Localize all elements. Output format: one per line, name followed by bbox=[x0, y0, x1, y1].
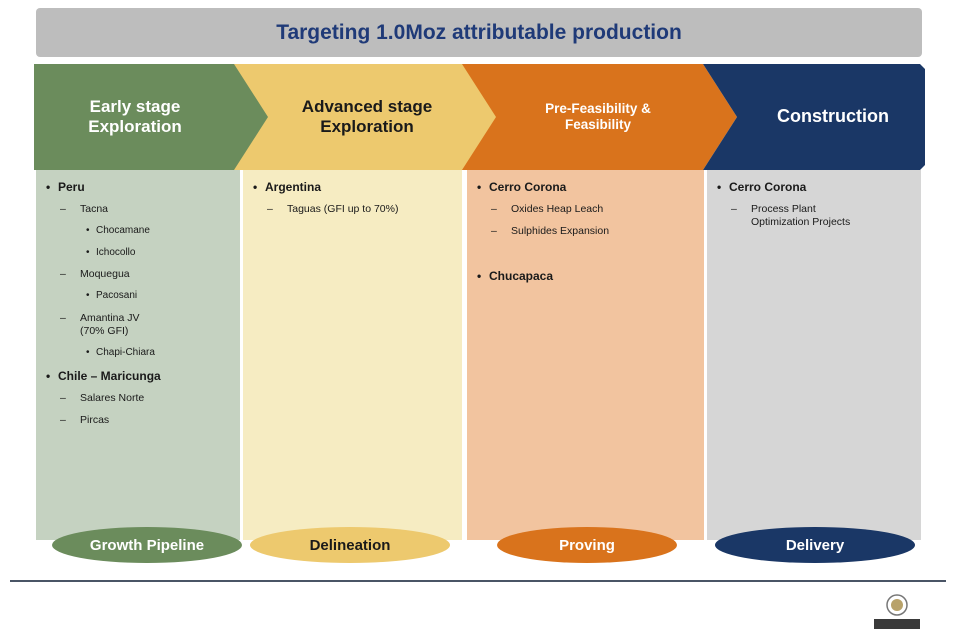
list-item: • Peru bbox=[46, 180, 232, 195]
stage-arrow-construction bbox=[703, 64, 925, 170]
oval-delivery: Delivery bbox=[715, 527, 915, 563]
stage-advanced-line1: Advanced stage bbox=[301, 96, 433, 116]
stage-advanced-line2: Exploration bbox=[320, 117, 414, 136]
item-taguas: Taguas (GFI up to 70%) bbox=[287, 203, 399, 215]
bullet-icon: • bbox=[46, 368, 51, 383]
dash-icon: – bbox=[491, 203, 497, 215]
bullet-icon: • bbox=[477, 180, 482, 194]
item-chile-maricunga: Chile – Maricunga bbox=[58, 368, 161, 383]
column-early-stage: • Peru – Tacna • Chocamane • Ichocollo – Moqu… bbox=[36, 170, 240, 540]
list-item: – Taguas (GFI up to 70%) bbox=[267, 203, 454, 216]
oval-proving: Proving bbox=[497, 527, 677, 563]
stage-feasibility-line1: Pre-Feasibility & bbox=[545, 100, 651, 116]
oval-growth-pipeline: Growth Pipeline bbox=[52, 527, 242, 563]
item-cerro-corona-construction: Cerro Corona bbox=[729, 180, 807, 194]
dash-icon: – bbox=[731, 203, 737, 215]
list-item: • Chucapaca bbox=[477, 269, 696, 284]
stage-arrow-advanced bbox=[234, 64, 500, 170]
list-item: • Pacosani bbox=[86, 290, 232, 303]
dash-icon: – bbox=[60, 413, 66, 426]
item-moquegua: Moquegua bbox=[80, 268, 130, 281]
list-item: • Cerro Corona bbox=[717, 180, 913, 195]
item-pacosani: Pacosani bbox=[96, 290, 138, 302]
bullet-icon: • bbox=[46, 180, 51, 194]
list-item: – Salares Norte bbox=[60, 392, 232, 405]
item-chucapaca: Chucapaca bbox=[489, 269, 554, 284]
dash-icon: – bbox=[60, 268, 66, 281]
column-advanced-stage: • Argentina – Taguas (GFI up to 70%) bbox=[243, 170, 462, 540]
column-feasibility: • Cerro Corona – Oxides Heap Leach – Sulphi… bbox=[467, 170, 704, 540]
item-sulphides-expansion: Sulphides Expansion bbox=[511, 225, 610, 238]
stage-feasibility-line2: Feasibility bbox=[564, 117, 631, 132]
item-oxides-heap-leach: Oxides Heap Leach bbox=[511, 203, 604, 215]
list-item: – Oxides Heap Leach bbox=[491, 203, 696, 216]
oval-proving-label: Proving bbox=[559, 536, 615, 554]
oval-delineation-label: Delineation bbox=[309, 536, 391, 554]
list-item: – Amantina JV(70% GFI) bbox=[60, 312, 232, 338]
item-argentina: Argentina bbox=[265, 180, 322, 194]
dash-icon: – bbox=[491, 225, 497, 238]
item-peru: Peru bbox=[58, 180, 85, 194]
list-item: • Chapi-Chiara bbox=[86, 347, 232, 360]
list-item: – Moquegua bbox=[60, 268, 232, 281]
item-amantina-line2: (70% GFI) bbox=[80, 324, 129, 337]
title-banner: Targeting 1.0Moz attributable production bbox=[36, 8, 922, 57]
dash-icon: – bbox=[60, 311, 66, 324]
bullet-icon: • bbox=[86, 290, 90, 302]
item-amantina-line1: Amantina JV bbox=[80, 311, 140, 324]
item-amantina: Amantina JV(70% GFI) bbox=[80, 312, 140, 338]
list-item: • Chile – Maricunga bbox=[46, 369, 232, 384]
stage-arrow-feasibility bbox=[462, 64, 737, 170]
list-item: • Chocamane bbox=[86, 225, 232, 238]
stage-construction-label: Construction bbox=[745, 68, 921, 166]
stage-construction-line1: Construction bbox=[777, 106, 889, 127]
list-item: • Ichocollo bbox=[86, 247, 232, 260]
item-process-plant-line2: Optimization Projects bbox=[751, 216, 851, 229]
bullet-icon: • bbox=[86, 246, 90, 258]
item-pircas: Pircas bbox=[80, 413, 110, 426]
banner-title: Targeting 1.0Moz attributable production bbox=[276, 20, 682, 44]
item-chapi-chiara: Chapi-Chiara bbox=[96, 347, 155, 358]
bullet-icon: • bbox=[86, 225, 90, 237]
dash-icon: – bbox=[267, 203, 273, 215]
stage-early-line1: Early stage bbox=[89, 96, 181, 116]
dash-icon: – bbox=[60, 203, 66, 215]
dash-icon: – bbox=[60, 391, 66, 404]
stage-feasibility-label: Pre-Feasibility &Feasibility bbox=[500, 68, 696, 166]
gold-fields-logo bbox=[872, 592, 922, 630]
list-item: – Pircas bbox=[60, 414, 232, 427]
bullet-icon: • bbox=[717, 180, 722, 194]
footer-divider bbox=[10, 580, 946, 582]
logo-emblem-icon bbox=[874, 594, 920, 629]
bullet-icon: • bbox=[253, 180, 258, 194]
list-item: – Tacna bbox=[60, 203, 232, 216]
item-cerro-corona: Cerro Corona bbox=[489, 180, 567, 194]
item-chocamane: Chocamane bbox=[96, 225, 150, 237]
stage-early-line2: Exploration bbox=[88, 117, 182, 136]
list-item: – Sulphides Expansion bbox=[491, 225, 696, 238]
list-item: • Cerro Corona bbox=[477, 180, 696, 195]
bullet-icon: • bbox=[477, 269, 482, 284]
oval-growth-pipeline-label: Growth Pipeline bbox=[89, 536, 205, 554]
item-ichocollo: Ichocollo bbox=[96, 246, 136, 258]
list-item: • Argentina bbox=[253, 180, 454, 195]
stage-arrows bbox=[34, 64, 925, 170]
stage-arrow-early bbox=[34, 64, 278, 170]
item-tacna: Tacna bbox=[80, 203, 109, 215]
bullet-icon: • bbox=[86, 347, 90, 358]
oval-delivery-label: Delivery bbox=[785, 536, 845, 554]
item-salares-norte: Salares Norte bbox=[80, 391, 145, 404]
item-process-plant-line1: Process Plant bbox=[751, 203, 816, 215]
oval-delineation: Delineation bbox=[250, 527, 450, 563]
